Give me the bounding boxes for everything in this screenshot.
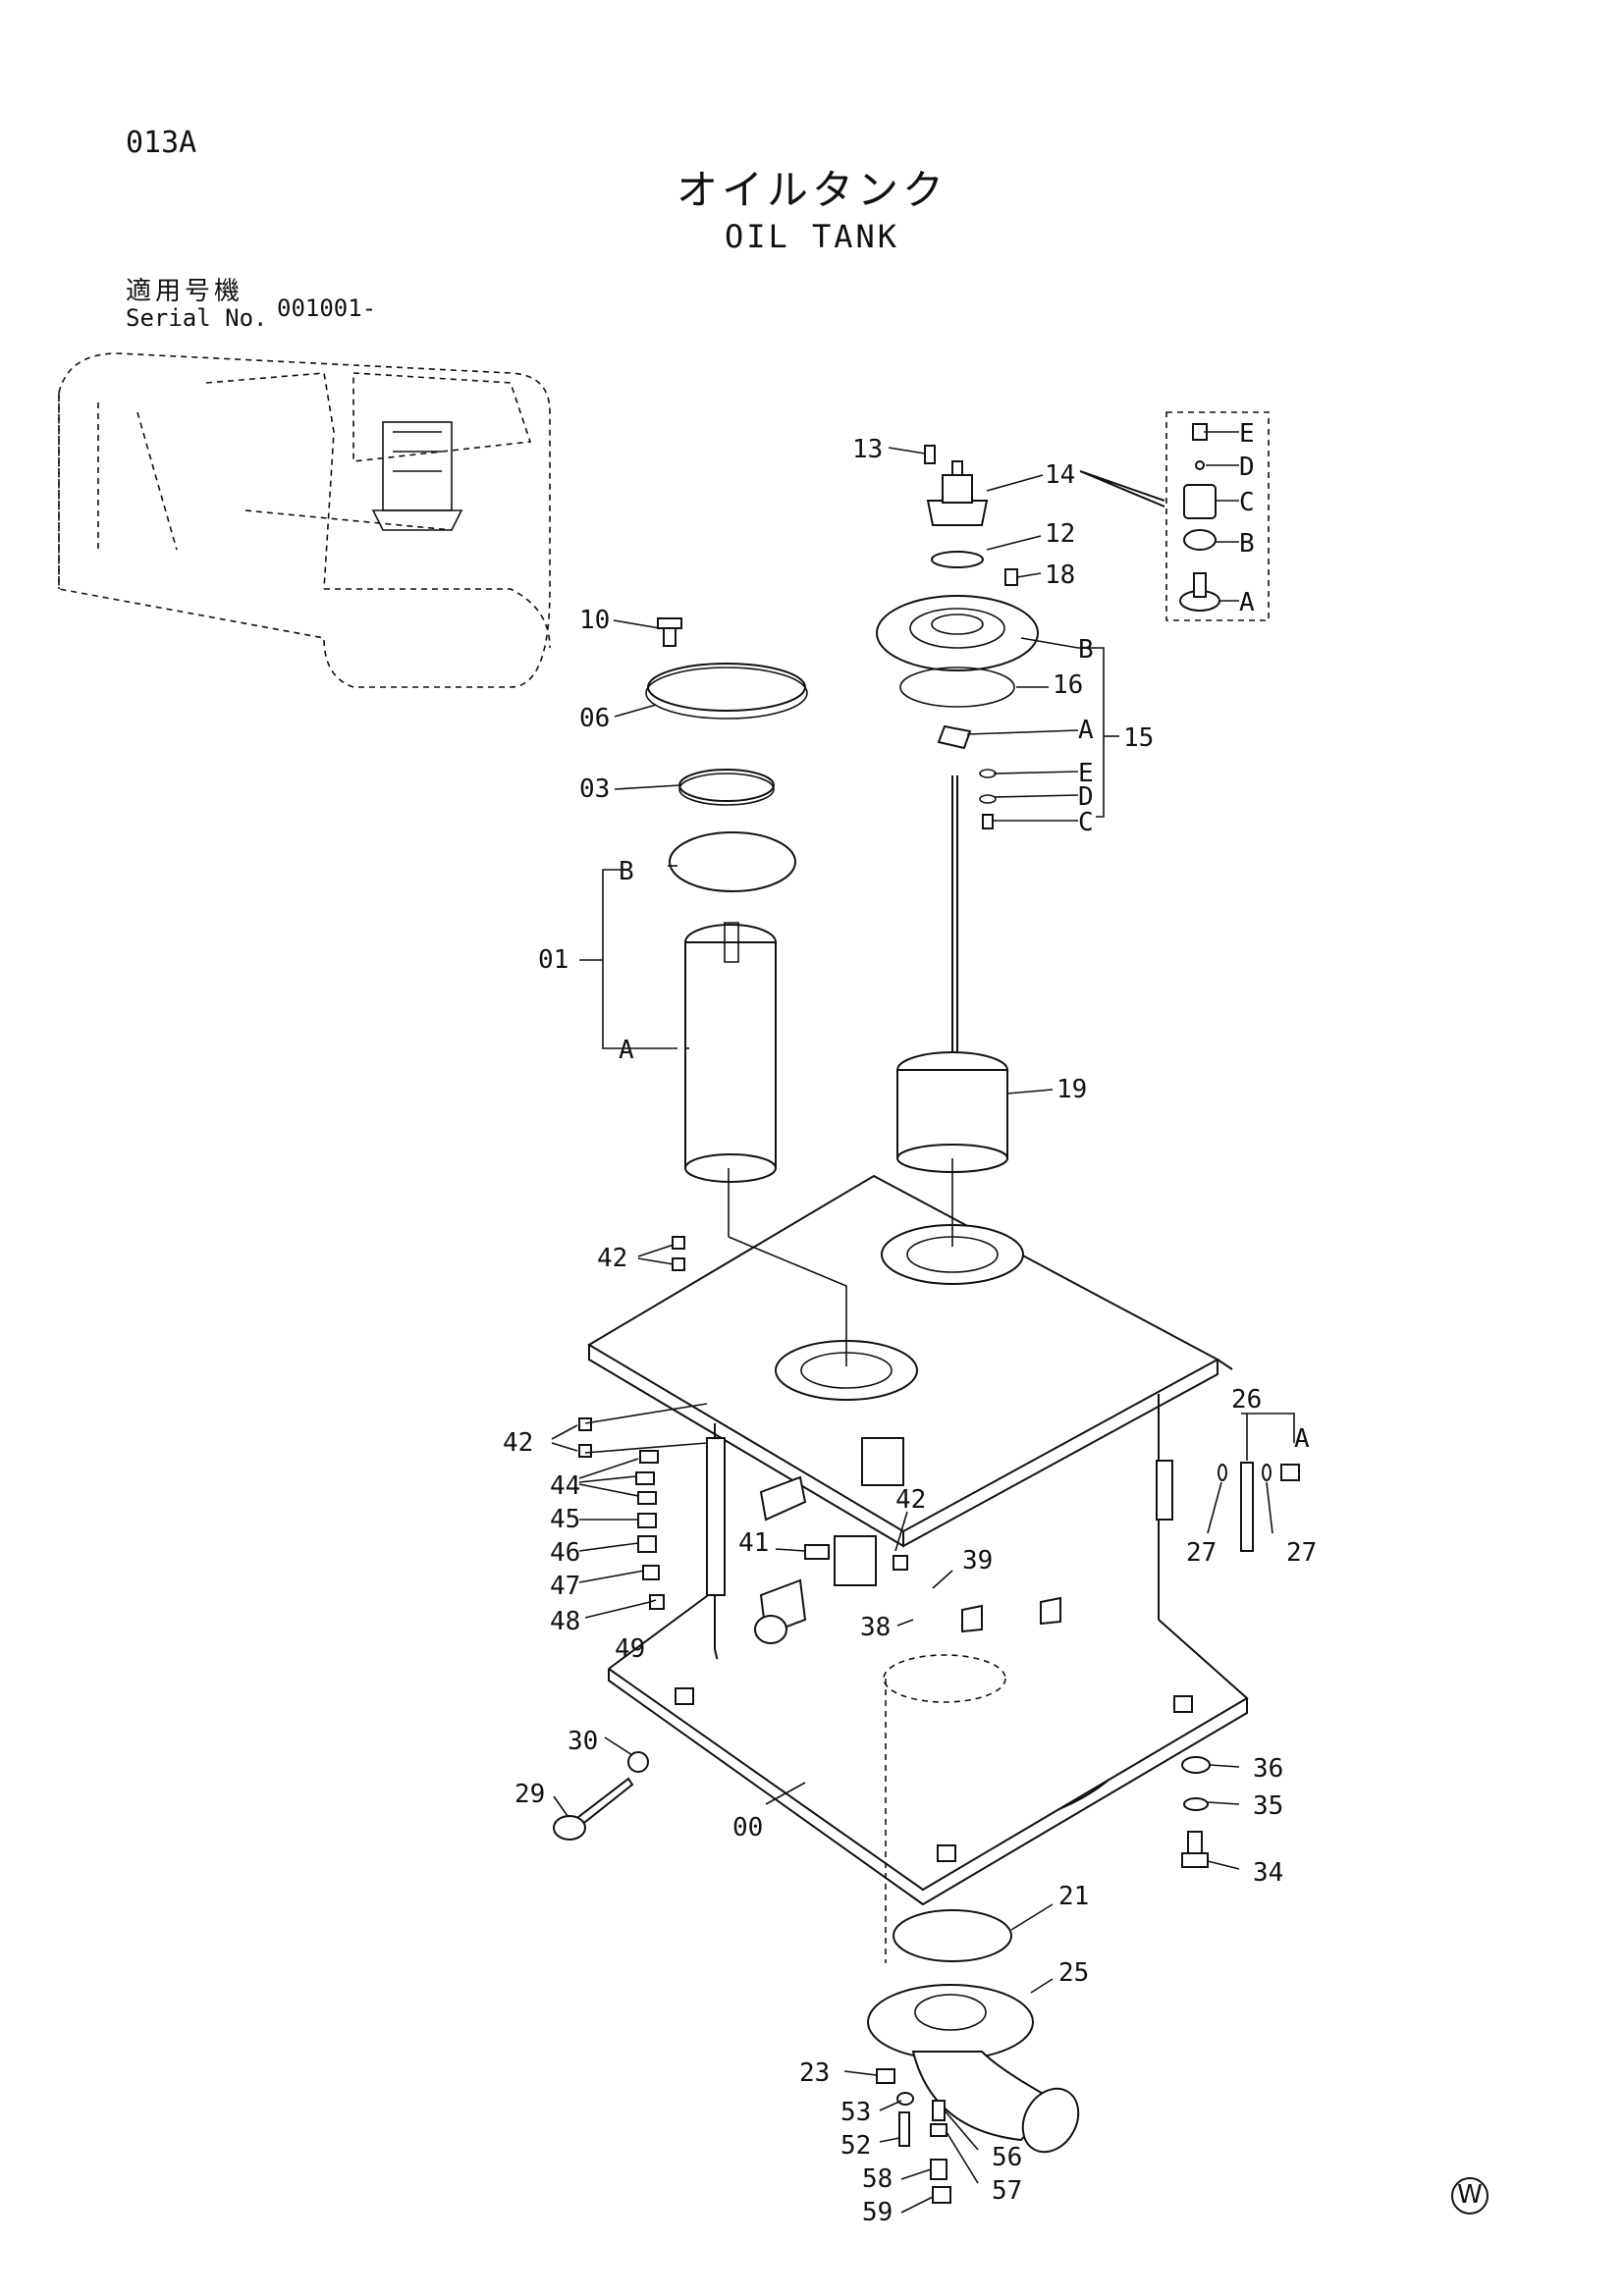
page-title-jp: オイルタンク bbox=[676, 166, 947, 214]
oil-tank-body bbox=[587, 1174, 1249, 1963]
callout-10: 10 bbox=[579, 606, 610, 635]
filter-gasket bbox=[669, 831, 796, 892]
callout-16: 16 bbox=[1053, 670, 1083, 700]
callout-53: 53 bbox=[840, 2098, 871, 2127]
callout-30: 30 bbox=[568, 1727, 598, 1756]
callout-26: 26 bbox=[1231, 1385, 1262, 1415]
callout-34: 34 bbox=[1253, 1858, 1283, 1888]
letter-filter-b: B bbox=[619, 857, 634, 886]
mount-bracket bbox=[1218, 1462, 1300, 1552]
letter-gauge-b: B bbox=[1078, 635, 1094, 665]
callout-15: 15 bbox=[1123, 723, 1154, 753]
callout-46: 46 bbox=[550, 1538, 580, 1568]
left-fittings bbox=[578, 1236, 685, 1610]
filter-cover bbox=[645, 617, 808, 720]
callout-labels: 13 14 12 18 10 06 03 01 16 15 19 42 42 4… bbox=[503, 419, 1317, 2227]
letter-cap-b: B bbox=[1239, 529, 1255, 559]
callout-12: 12 bbox=[1045, 519, 1075, 549]
callout-35: 35 bbox=[1253, 1791, 1283, 1821]
w-mark-icon: W bbox=[1451, 2177, 1489, 2215]
breather-cap bbox=[924, 445, 1018, 586]
callout-49: 49 bbox=[615, 1634, 645, 1664]
bottom-hardware bbox=[876, 2068, 951, 2204]
letter-gauge-c: C bbox=[1078, 808, 1094, 837]
letter-gauge-d: D bbox=[1078, 782, 1094, 812]
callout-36: 36 bbox=[1253, 1754, 1283, 1784]
level-gauge-flange bbox=[876, 595, 1039, 1070]
callout-38: 38 bbox=[860, 1613, 891, 1642]
callout-01: 01 bbox=[538, 945, 568, 975]
callout-25: 25 bbox=[1058, 1958, 1089, 1988]
letter-filter-a: A bbox=[619, 1036, 634, 1065]
callout-45: 45 bbox=[550, 1505, 580, 1534]
callout-42-left: 42 bbox=[503, 1428, 533, 1458]
serial-value: 001001- bbox=[277, 294, 377, 322]
callout-27-right: 27 bbox=[1286, 1538, 1317, 1568]
letter-cap-c: C bbox=[1239, 488, 1255, 517]
suction-flange bbox=[867, 1909, 1080, 2154]
snap-ring bbox=[678, 769, 775, 806]
leader-lines bbox=[551, 431, 1295, 2214]
letter-bracket-a: A bbox=[1294, 1424, 1310, 1454]
callout-27-left: 27 bbox=[1186, 1538, 1217, 1568]
callout-58: 58 bbox=[862, 2164, 893, 2194]
drain-bolt bbox=[553, 1751, 649, 1841]
callout-39: 39 bbox=[962, 1546, 993, 1575]
serial-label-en: Serial No. bbox=[126, 304, 268, 332]
callout-57: 57 bbox=[992, 2176, 1022, 2206]
serial-label-jp: 適用号機 bbox=[126, 277, 244, 306]
letter-cap-a: A bbox=[1239, 588, 1255, 617]
letter-cap-d: D bbox=[1239, 453, 1255, 482]
filter-element bbox=[684, 922, 777, 1183]
letter-gauge-a: A bbox=[1078, 716, 1094, 745]
callout-18: 18 bbox=[1045, 561, 1075, 590]
callout-52: 52 bbox=[840, 2131, 871, 2161]
page-title-en: OIL TANK bbox=[724, 218, 900, 255]
callout-42-top: 42 bbox=[597, 1244, 627, 1273]
callout-48: 48 bbox=[550, 1607, 580, 1636]
callout-13: 13 bbox=[852, 435, 883, 464]
callout-03: 03 bbox=[579, 774, 610, 804]
callout-14: 14 bbox=[1045, 460, 1075, 490]
cap-components-box bbox=[1165, 411, 1270, 621]
callout-41: 41 bbox=[738, 1528, 769, 1558]
callout-59: 59 bbox=[862, 2198, 893, 2227]
callout-56: 56 bbox=[992, 2143, 1022, 2172]
callout-29: 29 bbox=[514, 1780, 545, 1809]
callout-21: 21 bbox=[1058, 1882, 1089, 1911]
callout-00: 00 bbox=[732, 1813, 763, 1842]
callout-19: 19 bbox=[1056, 1075, 1087, 1104]
callout-06: 06 bbox=[579, 704, 610, 733]
excavator-location-sketch bbox=[58, 352, 551, 688]
callout-23: 23 bbox=[799, 2058, 830, 2088]
right-washers-bolt bbox=[1181, 1756, 1211, 1868]
callout-47: 47 bbox=[550, 1572, 580, 1601]
letter-gauge-e: E bbox=[1078, 759, 1094, 788]
callout-42-mid: 42 bbox=[895, 1485, 926, 1515]
letter-cap-e: E bbox=[1239, 419, 1255, 449]
level-float bbox=[896, 1051, 1008, 1173]
callout-44: 44 bbox=[550, 1471, 580, 1501]
page-code: 013A bbox=[126, 126, 197, 160]
